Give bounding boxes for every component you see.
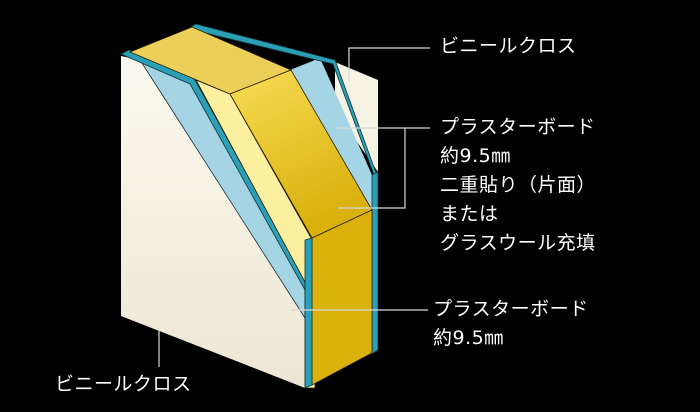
label-line: グラスウール充填	[440, 232, 596, 254]
label-line: プラスターボード	[433, 298, 589, 320]
label-line: プラスターボード	[440, 116, 596, 138]
leader-top-cloth	[348, 47, 430, 82]
insulation-vertical-face	[311, 209, 373, 386]
front-vinyl-cloth-face	[121, 56, 305, 388]
label-double-plasterboard: プラスターボード 約9.5㎜ 二重貼り（片面） または グラスウール充填	[440, 113, 596, 258]
back-plasterboard-right-edge	[371, 171, 379, 355]
leader-lines	[158, 47, 430, 367]
front-vertical-edge	[304, 237, 313, 389]
label-line: 二重貼り（片面）	[440, 174, 597, 196]
label-line: ビニールクロス	[55, 373, 192, 395]
leader-double-board-bracket	[338, 128, 406, 209]
label-vinyl-cloth-top: ビニールクロス	[440, 32, 577, 61]
label-line: 約9.5㎜	[440, 145, 511, 167]
label-vinyl-cloth-bottom: ビニールクロス	[55, 370, 192, 399]
label-line: 約9.5㎜	[433, 327, 504, 349]
label-single-plasterboard: プラスターボード 約9.5㎜	[433, 295, 589, 353]
label-line: または	[440, 203, 499, 225]
label-line: ビニールクロス	[440, 35, 577, 57]
